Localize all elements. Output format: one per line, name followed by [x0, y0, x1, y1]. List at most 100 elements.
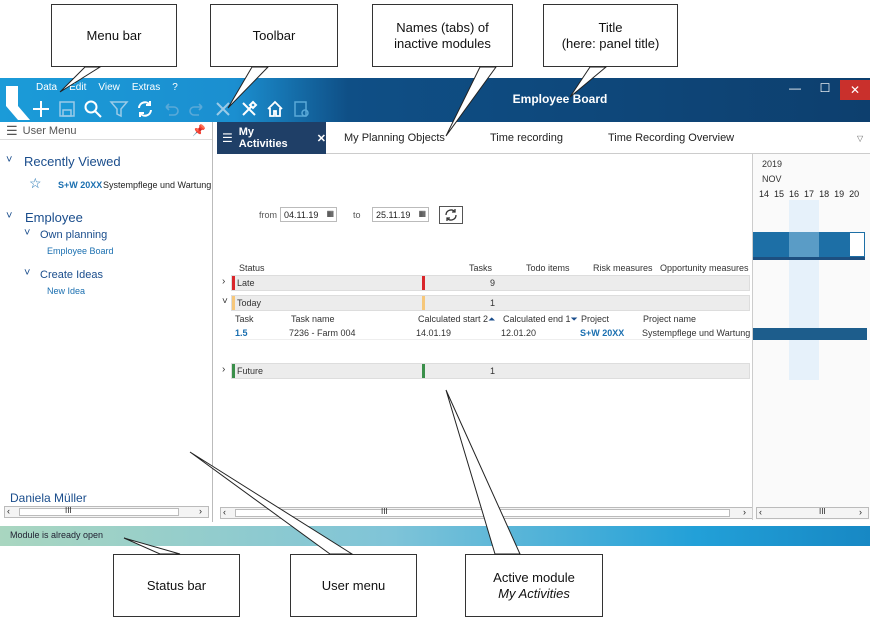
chevron-right-icon[interactable]: ›	[222, 276, 226, 287]
project-link[interactable]: S+W 20XX	[580, 328, 625, 338]
from-date-input[interactable]: 04.11.19▦	[280, 207, 337, 222]
maximize-button[interactable]: ☐	[819, 81, 831, 95]
chevron-down-icon[interactable]: ˅	[24, 267, 31, 279]
tab-my-planning-objects[interactable]: My Planning Objects	[344, 122, 445, 154]
recent-item-code[interactable]: S+W 20XX	[58, 180, 103, 190]
col-calc-start[interactable]: Calculated start 2⏶	[418, 314, 495, 325]
col-risk[interactable]: Risk measures	[593, 263, 653, 273]
gantt-task-bar[interactable]	[753, 328, 867, 340]
pin-icon[interactable]: 📌	[192, 125, 206, 137]
group-label: Future	[237, 366, 264, 376]
grid-scrollbar[interactable]: ‹ III ›	[220, 507, 754, 519]
close-icon	[216, 102, 230, 116]
recently-viewed-heading[interactable]: Recently Viewed	[24, 154, 121, 169]
star-icon[interactable]: ☆	[29, 175, 42, 191]
new-button[interactable]	[30, 98, 52, 120]
col-project-name[interactable]: Project name	[643, 314, 697, 324]
undo-button[interactable]	[160, 98, 182, 120]
callout-status-bar-text: Status bar	[146, 577, 207, 593]
col-todo[interactable]: Todo items	[526, 263, 570, 273]
gantt-day: 17	[804, 189, 815, 199]
tab-overflow-icon[interactable]: ▽	[857, 133, 864, 143]
home-icon	[267, 100, 283, 117]
col-project[interactable]: Project	[581, 314, 610, 324]
group-row-future[interactable]: Future 1	[231, 363, 750, 379]
own-planning-item[interactable]: Own planning	[40, 229, 108, 241]
hamburger-icon[interactable]: ☰	[6, 122, 18, 138]
search-button[interactable]	[82, 98, 104, 120]
calc-end: 12.01.20	[501, 328, 537, 338]
col-opportunity[interactable]: Opportunity measures	[660, 263, 749, 273]
group-row-today[interactable]: Today 1	[231, 295, 750, 311]
calendar-icon[interactable]: ▦	[418, 209, 426, 218]
col-task-name[interactable]: Task name	[291, 314, 335, 324]
employee-heading[interactable]: Employee	[25, 210, 83, 225]
home-button[interactable]	[264, 98, 286, 120]
chevron-down-icon[interactable]: ˅	[222, 296, 228, 307]
gantt-day: 15	[774, 189, 785, 199]
task-id[interactable]: 1.5	[235, 328, 248, 338]
col-status[interactable]: Status	[239, 263, 265, 273]
scroll-right-icon[interactable]: ›	[859, 507, 862, 517]
to-date-input[interactable]: 25.11.19▦	[372, 207, 429, 222]
group-count: 1	[490, 366, 496, 376]
status-bar: Module is already open	[0, 526, 870, 546]
group-row-late[interactable]: Late 9	[231, 275, 750, 291]
redo-button[interactable]	[186, 98, 208, 120]
scroll-thumb[interactable]	[235, 509, 730, 517]
new-idea-link[interactable]: New Idea	[47, 286, 86, 296]
settings-button[interactable]	[238, 98, 260, 120]
save-button[interactable]	[56, 98, 78, 120]
status-marker	[422, 364, 425, 378]
title-bar: Data Edit View Extras ? Employee Board —…	[0, 78, 870, 122]
callout-menu-bar: Menu bar	[51, 4, 177, 67]
create-ideas-item[interactable]: Create Ideas	[40, 269, 103, 281]
status-marker	[422, 296, 425, 310]
filter-button[interactable]	[108, 98, 130, 120]
menu-help[interactable]: ?	[172, 82, 178, 93]
gantt-day: 16	[789, 189, 800, 199]
chevron-down-icon[interactable]: ˅	[6, 154, 13, 166]
report-button[interactable]	[290, 98, 312, 120]
scroll-left-icon[interactable]: ‹	[7, 506, 10, 516]
chevron-down-icon[interactable]: ˅	[24, 227, 31, 239]
col-calc-end[interactable]: Calculated end 1⏷	[503, 314, 578, 325]
user-menu-scrollbar[interactable]: ‹ III ›	[4, 506, 209, 518]
refresh-button[interactable]	[134, 98, 156, 120]
tab-time-recording[interactable]: Time recording	[490, 122, 563, 154]
col-tasks[interactable]: Tasks	[469, 263, 493, 273]
menu-view[interactable]: View	[98, 82, 120, 93]
window-close-button[interactable]: ✕	[840, 80, 870, 100]
recent-item-name[interactable]: Systempflege und Wartung	[103, 180, 212, 190]
window-title: Employee Board	[512, 92, 608, 106]
status-marker	[232, 364, 235, 378]
menu-extras[interactable]: Extras	[131, 82, 161, 93]
module-tabs: ☰ My Activities ✕ My Planning Objects Ti…	[217, 122, 870, 154]
menu-data[interactable]: Data	[36, 82, 58, 93]
col-calc-start-label: Calculated start 2	[418, 314, 489, 324]
cancel-button[interactable]	[212, 98, 234, 120]
minimize-button[interactable]: —	[789, 81, 801, 95]
col-task[interactable]: Task	[235, 314, 254, 324]
gantt-day: 18	[819, 189, 830, 199]
tab-my-activities[interactable]: ☰ My Activities ✕	[217, 122, 326, 154]
scroll-right-icon[interactable]: ›	[743, 507, 746, 517]
gantt-scrollbar[interactable]: ‹ III ›	[756, 507, 869, 519]
tools-icon	[242, 100, 258, 116]
table-row[interactable]: 1.5 7236 - Farm 004 14.01.19 12.01.20 S+…	[231, 326, 750, 340]
menu-edit[interactable]: Edit	[69, 82, 87, 93]
tab-time-recording-overview[interactable]: Time Recording Overview	[608, 122, 734, 154]
calendar-icon[interactable]: ▦	[326, 209, 334, 218]
scroll-thumb[interactable]	[19, 508, 179, 516]
apply-refresh-button[interactable]	[439, 206, 463, 224]
employee-board-link[interactable]: Employee Board	[47, 246, 114, 256]
chevron-down-icon[interactable]: ˅	[6, 210, 13, 222]
scroll-left-icon[interactable]: ‹	[759, 507, 762, 517]
task-name: 7236 - Farm 004	[289, 328, 356, 338]
scroll-left-icon[interactable]: ‹	[223, 507, 226, 517]
hamburger-icon[interactable]: ☰	[222, 131, 233, 145]
chevron-right-icon[interactable]: ›	[222, 364, 226, 375]
scroll-right-icon[interactable]: ›	[199, 506, 202, 516]
tab-close-icon[interactable]: ✕	[316, 132, 326, 145]
